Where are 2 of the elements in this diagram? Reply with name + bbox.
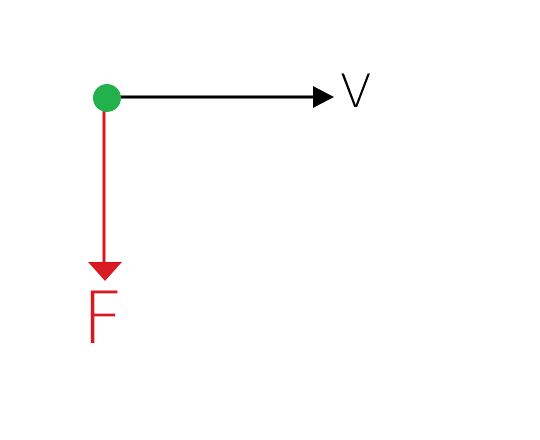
- vector-label: V: [340, 68, 372, 114]
- vector-label: F: [82, 282, 124, 354]
